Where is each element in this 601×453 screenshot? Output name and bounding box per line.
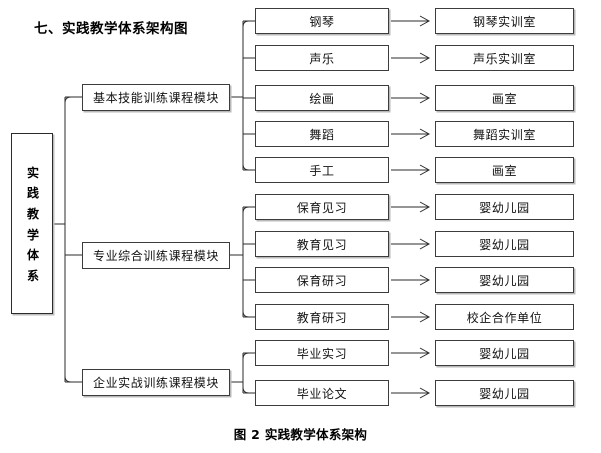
root-char-3: 学 — [26, 227, 39, 242]
venue-box-partner-enterprise[interactable]: 校企合作单位 — [435, 304, 574, 330]
module-box-comprehensive[interactable]: 专业综合训练课程模块 — [82, 242, 230, 269]
root-char-5: 系 — [26, 268, 39, 283]
venue-box-kindergarten-5[interactable]: 婴幼儿园 — [435, 380, 574, 406]
venue-box-kindergarten-1[interactable]: 婴幼儿园 — [435, 194, 574, 220]
activity-box-painting[interactable]: 绘画 — [255, 85, 389, 111]
root-node-system[interactable]: 实 践 教 学 体 系 — [11, 133, 53, 314]
activity-box-vocal[interactable]: 声乐 — [255, 45, 389, 71]
root-char-4: 体 — [26, 248, 39, 263]
activity-box-childcare-observation[interactable]: 保育见习 — [255, 194, 389, 220]
venue-box-piano-lab[interactable]: 钢琴实训室 — [435, 8, 574, 34]
venue-box-kindergarten-2[interactable]: 婴幼儿园 — [435, 231, 574, 257]
root-char-0: 实 — [26, 165, 39, 180]
root-node-label: 实 践 教 学 体 系 — [12, 134, 54, 315]
activity-box-graduation-internship[interactable]: 毕业实习 — [255, 340, 389, 366]
venue-box-art-room-1[interactable]: 画室 — [435, 85, 574, 111]
venue-box-art-room-2[interactable]: 画室 — [435, 157, 574, 183]
activity-box-piano[interactable]: 钢琴 — [255, 8, 389, 34]
module-box-basic-skills[interactable]: 基本技能训练课程模块 — [82, 84, 230, 111]
venue-box-kindergarten-4[interactable]: 婴幼儿园 — [435, 340, 574, 366]
module-box-enterprise[interactable]: 企业实战训练课程模块 — [82, 369, 230, 396]
figure-caption: 图 2 实践教学体系架构 — [233, 427, 368, 442]
root-char-1: 践 — [26, 186, 39, 201]
venue-box-kindergarten-3[interactable]: 婴幼儿园 — [435, 267, 574, 293]
root-char-2: 教 — [26, 206, 39, 221]
activity-box-dance[interactable]: 舞蹈 — [255, 121, 389, 147]
activity-box-handcraft[interactable]: 手工 — [255, 157, 389, 183]
venue-box-vocal-lab[interactable]: 声乐实训室 — [435, 45, 574, 71]
activity-box-childcare-study[interactable]: 保育研习 — [255, 267, 389, 293]
venue-box-dance-lab[interactable]: 舞蹈实训室 — [435, 121, 574, 147]
activity-box-graduation-thesis[interactable]: 毕业论文 — [255, 380, 389, 406]
activity-box-teaching-observation[interactable]: 教育见习 — [255, 231, 389, 257]
activity-box-teaching-study[interactable]: 教育研习 — [255, 304, 389, 330]
page-title: 七、实践教学体系架构图 — [34, 21, 188, 37]
